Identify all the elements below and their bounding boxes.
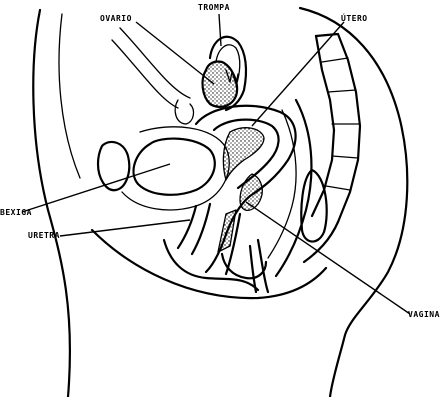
ligament-loop	[175, 100, 193, 124]
front-contour	[33, 10, 70, 397]
leader-trompa	[219, 14, 221, 46]
abdominal-wall-line	[59, 14, 80, 178]
leader-ovario	[136, 22, 214, 84]
label-bexiga: BEXIGA	[0, 209, 32, 217]
rectum-inner	[268, 110, 296, 258]
back-contour	[300, 8, 407, 397]
label-ovario: OVARIO	[100, 15, 132, 23]
label-vagina: VAGINA	[408, 311, 440, 319]
uterus-outer	[196, 106, 296, 240]
leader-utero	[252, 22, 344, 126]
label-trompa: TROMPA	[198, 4, 230, 12]
urethra-canal	[178, 204, 210, 254]
label-utero: ÚTERO	[341, 15, 368, 23]
rectum-lumen	[301, 170, 326, 242]
leader-bexiga	[22, 164, 170, 212]
ovary	[203, 61, 238, 106]
label-uretra: URETRA	[28, 232, 60, 240]
bladder	[134, 139, 215, 195]
peritoneum-line	[112, 28, 190, 108]
leader-uretra	[60, 220, 190, 236]
buttock-curve	[92, 230, 326, 298]
sacrum	[304, 34, 360, 262]
